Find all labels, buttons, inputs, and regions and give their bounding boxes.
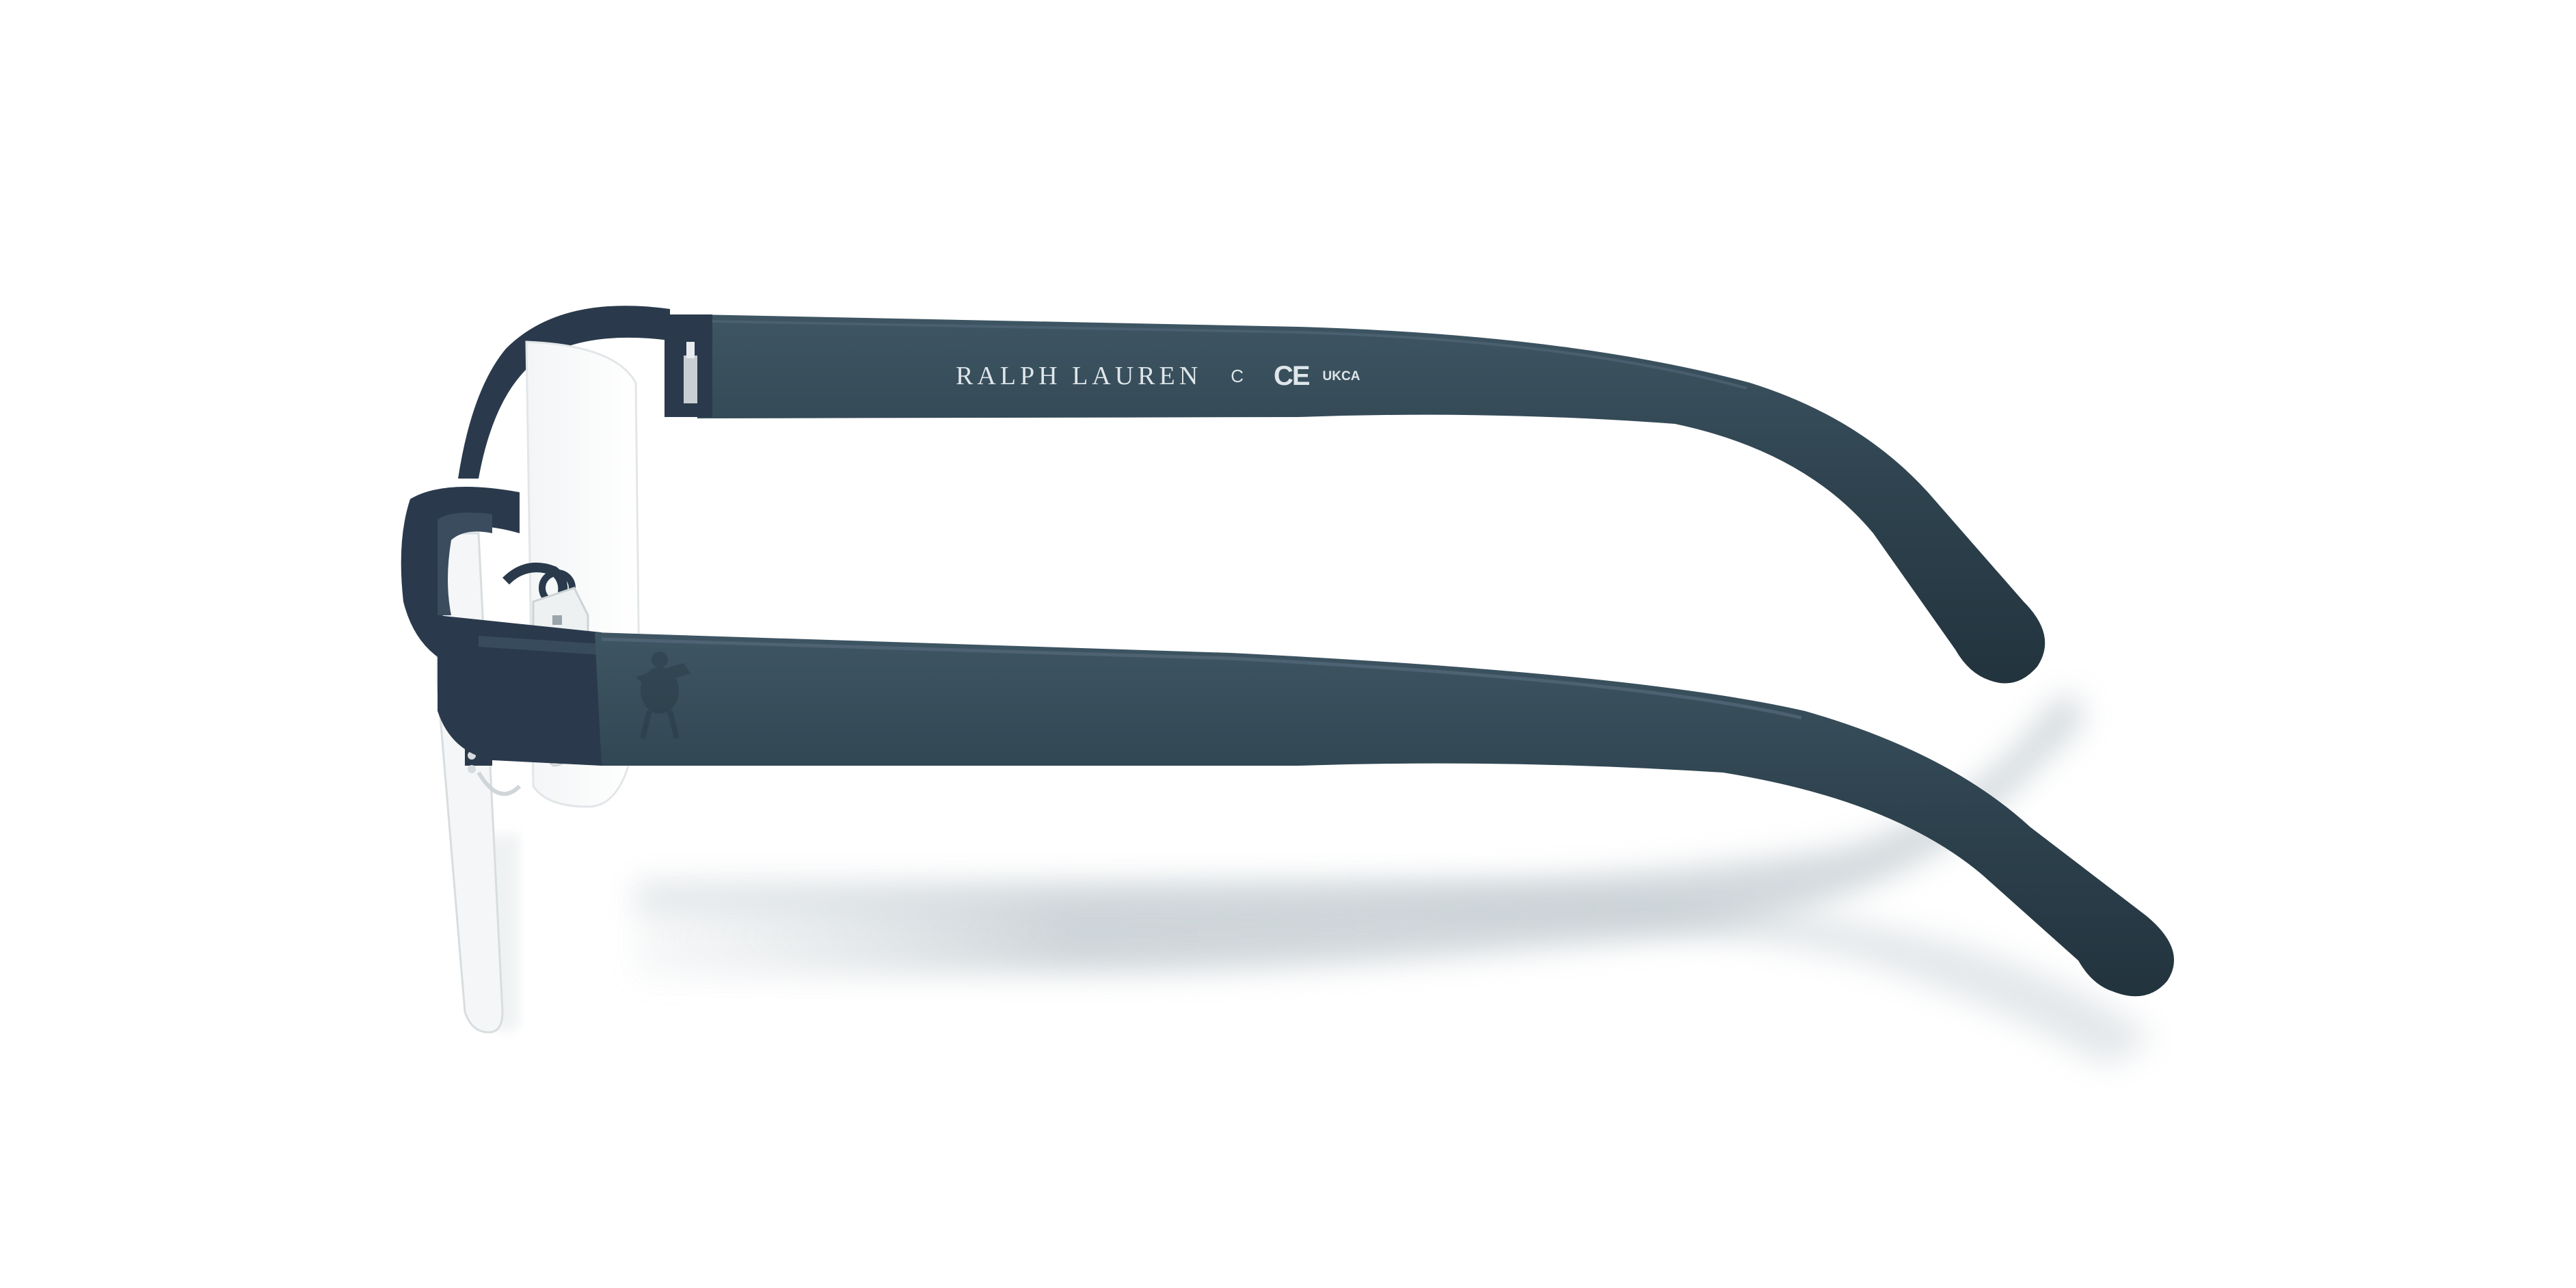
- near-temple-arm: [595, 632, 2174, 997]
- brand-print: RALPH LAUREN: [956, 362, 1203, 390]
- copyright-mark: C: [1231, 365, 1244, 386]
- ukca-mark: UKCA: [1322, 368, 1360, 384]
- far-hinge: [665, 314, 712, 417]
- temple-inscription: RALPH LAUREN C CE UKCA: [956, 355, 1360, 397]
- polo-player-logo-icon: [636, 652, 690, 739]
- ce-mark: CE: [1273, 360, 1311, 391]
- far-temple-arm: [697, 314, 2045, 684]
- near-hinge: [438, 615, 602, 766]
- far-frame-rim: [458, 306, 670, 479]
